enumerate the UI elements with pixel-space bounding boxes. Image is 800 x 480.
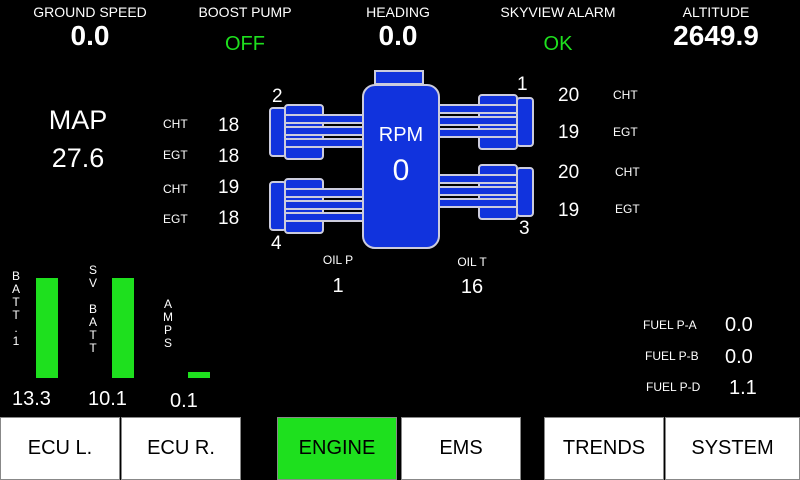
oil-pressure-value: 1 xyxy=(332,275,344,297)
fuel-pd-value: 1.1 xyxy=(729,377,757,399)
cyl3-cht-value: 20 xyxy=(558,162,580,183)
fuel-pa-value: 0.0 xyxy=(725,314,753,336)
boost-pump-value: OFF xyxy=(225,33,265,55)
cyl4-number: 4 xyxy=(271,233,282,254)
oil-temp-value: 16 xyxy=(460,276,484,298)
batt1-value: 13.3 xyxy=(12,388,51,410)
engine-cap xyxy=(374,70,424,85)
batt1-gauge xyxy=(36,278,58,378)
ecu-right-button[interactable]: ECU R. xyxy=(121,417,241,480)
cyl4-egt-value: 18 xyxy=(218,208,240,229)
cyl1-egt-label: EGT xyxy=(613,125,638,139)
fuel-pa-label: FUEL P-A xyxy=(643,318,697,332)
skyview-alarm-value: OK xyxy=(543,33,573,55)
cyl3-egt-value: 19 xyxy=(558,200,580,221)
sv-batt-value: 10.1 xyxy=(88,388,127,410)
cyl2-number: 2 xyxy=(272,86,283,107)
ecu-left-button[interactable]: ECU L. xyxy=(0,417,120,480)
cyl1-egt-value: 19 xyxy=(558,122,580,143)
cyl4-egt-label: EGT xyxy=(163,212,188,226)
cylinder-3 xyxy=(438,164,534,220)
oil-temp-label: OIL T xyxy=(457,255,487,269)
skyview-alarm-label: SKYVIEW ALARM xyxy=(500,4,616,20)
sv-batt-bar xyxy=(112,278,134,378)
altitude-value: 2649.9 xyxy=(673,20,759,51)
fuel-pb-value: 0.0 xyxy=(725,346,753,368)
fuel-pd-label: FUEL P-D xyxy=(646,380,701,394)
oil-pressure-label: OIL P xyxy=(322,253,354,267)
cylinder-4 xyxy=(269,178,364,234)
cyl4-cht-label: CHT xyxy=(163,182,188,196)
cylinder-2 xyxy=(269,104,364,160)
rpm-value: 0 xyxy=(392,154,410,187)
cyl2-egt-value: 18 xyxy=(218,146,240,167)
ground-speed-value: 0.0 xyxy=(70,20,110,51)
altitude-label: ALTITUDE xyxy=(682,4,750,20)
cyl1-cht-value: 20 xyxy=(558,85,580,106)
map-label: MAP xyxy=(48,105,108,135)
fuel-pb-label: FUEL P-B xyxy=(645,349,699,363)
trends-button[interactable]: TRENDS xyxy=(544,417,664,480)
batt1-bar xyxy=(36,278,58,378)
cyl1-cht-label: CHT xyxy=(613,88,638,102)
engine-diagram xyxy=(269,70,534,249)
amps-gauge xyxy=(188,278,210,378)
cyl2-cht-value: 18 xyxy=(218,115,240,136)
amps-value: 0.1 xyxy=(170,390,198,412)
cyl3-number: 3 xyxy=(519,218,530,239)
map-value: 27.6 xyxy=(51,143,105,173)
ems-button[interactable]: EMS xyxy=(401,417,521,480)
engine-button[interactable]: ENGINE xyxy=(277,417,397,480)
cyl3-egt-label: EGT xyxy=(615,202,640,216)
cyl2-cht-label: CHT xyxy=(163,117,188,131)
sv-batt-gauge xyxy=(112,278,134,378)
heading-label: HEADING xyxy=(366,4,430,20)
heading-value: 0.0 xyxy=(378,20,418,51)
cyl2-egt-label: EGT xyxy=(163,148,188,162)
ground-speed-label: GROUND SPEED xyxy=(33,4,147,20)
rpm-label: RPM xyxy=(378,124,424,146)
system-button[interactable]: SYSTEM xyxy=(665,417,800,480)
amps-bar xyxy=(188,372,210,378)
boost-pump-label: BOOST PUMP xyxy=(198,4,292,20)
cylinder-1 xyxy=(438,94,534,150)
cyl1-number: 1 xyxy=(517,74,528,95)
engine-crankcase xyxy=(362,84,440,249)
cyl3-cht-label: CHT xyxy=(615,165,640,179)
cyl4-cht-value: 19 xyxy=(218,177,240,198)
